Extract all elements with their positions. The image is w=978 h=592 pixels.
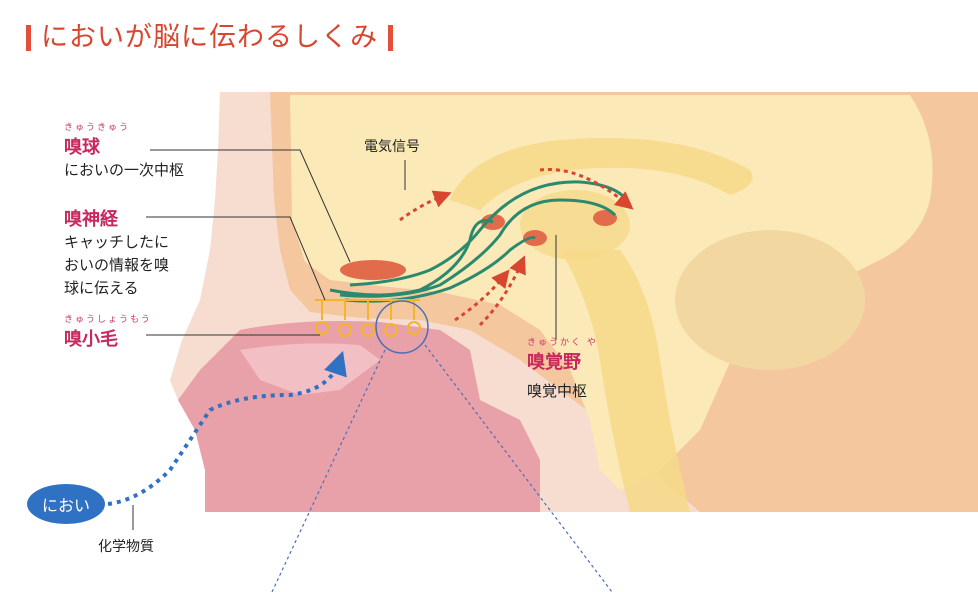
title-bar-left bbox=[26, 25, 31, 51]
olfactory-cilia-ruby: きゅうしょうもう bbox=[64, 315, 152, 325]
olfactory-cortex-desc: 嗅覚中枢 bbox=[527, 382, 588, 400]
leader-nerve bbox=[146, 216, 326, 301]
label-chemical: 化学物質 bbox=[98, 539, 154, 555]
label-olfactory-cilia: きゅうしょうもう 嗅小毛 bbox=[64, 312, 152, 351]
olfactory-cilia-term: 嗅小毛 bbox=[64, 329, 118, 350]
cerebellum bbox=[675, 230, 865, 370]
brainstem bbox=[560, 250, 690, 512]
corpus-callosum bbox=[450, 138, 753, 210]
leader-bulb bbox=[150, 149, 351, 263]
olfactory-cortex-node-3 bbox=[593, 210, 617, 226]
zoom-circle bbox=[375, 300, 429, 354]
label-electric-signal: 電気信号 bbox=[364, 139, 420, 155]
olfactory-bulb-desc: においの一次中枢 bbox=[64, 161, 185, 179]
olfactory-nerve-desc-1: キャッチしたに bbox=[64, 233, 170, 251]
olfactory-cilia-group bbox=[315, 300, 421, 337]
smell-bubble: におい bbox=[27, 484, 105, 524]
olfactory-bulb-shape bbox=[340, 260, 406, 280]
olfactory-cortex-term: 嗅覚野 bbox=[527, 352, 581, 373]
signal-arrow-1 bbox=[399, 190, 452, 222]
olfactory-nerve-term: 嗅神経 bbox=[64, 209, 118, 230]
label-olfactory-cortex: きゅうかく や 嗅覚野 嗅覚中枢 bbox=[527, 335, 598, 403]
signal-arrow-3 bbox=[454, 269, 510, 322]
pathway-2 bbox=[339, 198, 617, 298]
pathway-4 bbox=[349, 180, 632, 287]
title-text: においが脳に伝わるしくみ bbox=[41, 22, 379, 53]
signal-arrow-2 bbox=[539, 167, 634, 210]
zoom-leader-right bbox=[424, 344, 613, 592]
olfactory-nerve-desc-2: おいの情報を嗅 bbox=[64, 256, 170, 274]
olfactory-bulb-ruby: きゅうきゅう bbox=[64, 123, 131, 133]
label-olfactory-bulb: きゅうきゅう 嗅球 においの一次中枢 bbox=[64, 120, 184, 182]
olfactory-cortex-ruby: きゅうかく や bbox=[527, 338, 598, 348]
page-title: においが脳に伝わるしくみ bbox=[26, 22, 394, 54]
zoom-leader-left bbox=[271, 349, 386, 592]
air-flow-arrow bbox=[107, 350, 347, 506]
olfactory-bulb-term: 嗅球 bbox=[64, 137, 100, 158]
title-bar-right bbox=[388, 25, 394, 51]
label-olfactory-nerve: 嗅神経 キャッチしたに おいの情報を嗅 球に伝える bbox=[64, 205, 169, 300]
olfactory-nerve-desc-3: 球に伝える bbox=[64, 279, 139, 297]
